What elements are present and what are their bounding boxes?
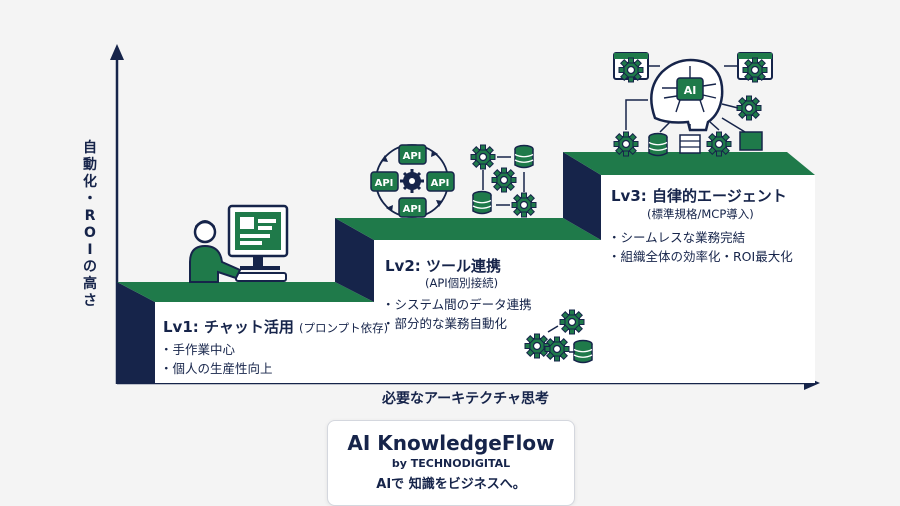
level2-title: Lv2: ツール連携 — [385, 257, 501, 275]
y-axis-char: O — [84, 225, 96, 241]
y-axis-char: 自 — [83, 140, 97, 156]
level1-bullet: ・個人の生産性向上 — [160, 361, 273, 376]
y-axis-char: 化 — [83, 174, 97, 190]
y-axis-char: 動 — [83, 157, 97, 173]
brand-name: AI KnowledgeFlow — [347, 431, 555, 455]
level3-subtitle: (標準規格/MCP導入) — [647, 207, 754, 221]
gear-database-icon-lv1 — [524, 309, 593, 364]
api-badge-top: API — [403, 151, 422, 162]
step2-top — [335, 218, 601, 240]
ai-brain-hub-icon — [613, 52, 773, 157]
step3-top — [563, 152, 815, 175]
level1-heading: Lv1: チャット活用 (プロンプト依存) — [163, 316, 388, 337]
brand-card: AI KnowledgeFlow by TECHNODIGITAL AIで 知識… — [327, 420, 575, 506]
step1-side — [117, 282, 155, 383]
level3-bullet: ・シームレスな業務完結 — [608, 230, 746, 245]
y-axis-char: の — [83, 259, 97, 275]
step3-front — [601, 175, 815, 383]
step1-top — [117, 282, 374, 302]
step1-front — [155, 302, 374, 383]
person-computer-icon — [189, 204, 289, 283]
y-axis-label: 自 動 化 ・ R O I の 高 さ — [80, 140, 100, 310]
ai-badge: AI — [684, 84, 697, 97]
y-axis-char: ・ — [83, 191, 97, 207]
level1-subtitle: (プロンプト依存) — [298, 321, 389, 335]
api-network-icon — [370, 144, 455, 218]
level1-title: Lv1: チャット活用 — [163, 318, 294, 336]
level3-bullet: ・組織全体の効率化・ROI最大化 — [608, 249, 793, 264]
level2-bullet: ・システム間のデータ連携 — [382, 297, 532, 312]
brand-by: by TECHNODIGITAL — [391, 457, 511, 470]
level2-bullet: ・部分的な業務自動化 — [382, 316, 508, 331]
level2-subtitle: (API個別接続) — [425, 276, 499, 290]
level1-bullet: ・手作業中心 — [160, 342, 236, 357]
gear-database-icon-lv2 — [470, 144, 537, 218]
level3-title: Lv3: 自律的エージェント — [611, 187, 787, 205]
y-axis-arrow — [110, 44, 124, 60]
api-badge-bottom: API — [403, 204, 422, 215]
x-axis-label: 必要なアーキテクチャ思考 — [382, 391, 550, 407]
api-badge-left: API — [375, 178, 394, 189]
api-badge-right: API — [431, 178, 450, 189]
step2-side — [335, 218, 374, 302]
y-axis-char: 高 — [83, 276, 97, 292]
y-axis-char: I — [87, 242, 93, 258]
y-axis-char: R — [84, 208, 96, 224]
brand-tagline: AIで 知識をビジネスへ。 — [376, 477, 526, 492]
y-axis-char: さ — [83, 293, 97, 309]
step3-side — [563, 152, 601, 240]
